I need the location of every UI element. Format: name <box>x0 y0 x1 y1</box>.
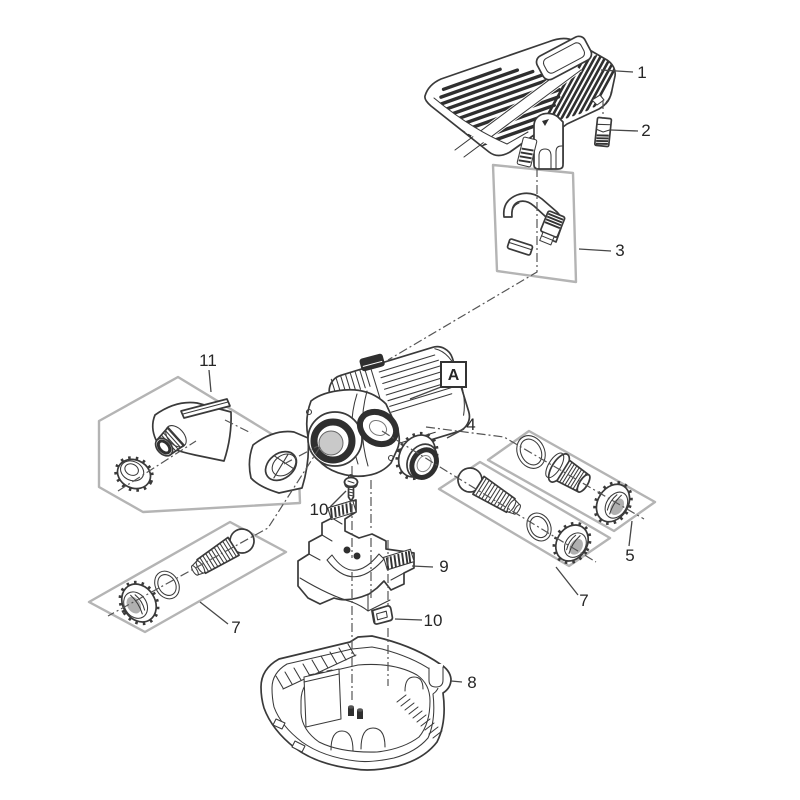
detail-marker-a: A <box>409 361 467 400</box>
union-nut-5 <box>593 481 633 525</box>
callout-7-right: 7 <box>579 591 588 610</box>
callout-2: 2 <box>641 121 650 140</box>
centerline-plate-to-pump <box>283 445 319 465</box>
centerline-right-lower <box>381 430 597 563</box>
handle-bar <box>506 238 534 256</box>
box-part-5 <box>486 429 657 533</box>
part-7-right-hosetail-set <box>457 467 592 565</box>
o-ring-7-right <box>526 512 552 542</box>
callout-7-left: 7 <box>231 618 240 637</box>
pump-unit <box>305 345 471 481</box>
housing-center-plate <box>303 668 342 728</box>
part-3-handle <box>502 192 566 256</box>
threaded-adapter <box>545 452 591 493</box>
callout-leaders <box>199 69 639 683</box>
callout-10-screw: 10 <box>310 500 329 519</box>
part-4-threaded-ring <box>395 431 439 481</box>
group-boxes <box>87 163 657 634</box>
callout-1: 1 <box>637 63 646 82</box>
housing-ribs <box>396 694 443 739</box>
callout-4: 4 <box>466 415 475 434</box>
centerline-cover-to-pump <box>387 168 538 361</box>
detail-marker-box <box>440 361 467 388</box>
housing-slats <box>275 643 357 690</box>
housing-screws <box>348 705 363 719</box>
box-part-3 <box>491 163 578 284</box>
part-7-left-hosetail-set <box>118 528 255 626</box>
union-nut-7-left <box>118 580 160 626</box>
threaded-boss <box>154 425 187 457</box>
centerline-cap-to-boss <box>117 440 197 492</box>
arrow-mark <box>542 119 549 126</box>
callout-8: 8 <box>467 673 476 692</box>
union-nut-7-right <box>552 521 592 565</box>
part-2-clip <box>593 116 613 148</box>
detail-marker-leader <box>409 386 442 400</box>
callout-5: 5 <box>625 546 634 565</box>
cap-nut-11 <box>114 456 154 492</box>
o-ring-7-left <box>154 570 180 600</box>
o-ring-5 <box>516 435 546 469</box>
cover-center-tab <box>533 112 564 170</box>
callout-3: 3 <box>615 241 624 260</box>
part-10-clip <box>371 605 394 625</box>
callout-9: 9 <box>439 557 448 576</box>
bracket-pad-left <box>327 499 357 521</box>
part-10-screw <box>343 476 359 502</box>
plate-with-hole <box>248 430 310 494</box>
cover-label-panel <box>535 35 593 81</box>
centerline-strip-to-plate <box>224 419 252 434</box>
part-9-bracket <box>297 499 415 612</box>
callout-10-clip: 10 <box>424 611 443 630</box>
callout-labels: 1 2 3 4 5 7 7 8 9 10 10 11 <box>199 63 651 692</box>
box-part-11 <box>97 375 302 514</box>
handle-latch <box>539 210 566 246</box>
callout-11: 11 <box>199 351 217 370</box>
part-8-bottom-housing <box>260 635 452 771</box>
assembly-centerlines <box>107 100 645 702</box>
part-5-adapter-set <box>516 435 633 525</box>
box-part-7-right <box>437 460 612 568</box>
cover-latch-tab <box>516 136 538 168</box>
box-part-7-left <box>87 520 288 634</box>
detail-marker-label: A <box>448 367 460 384</box>
cover-right-tab <box>591 94 605 106</box>
plate-hole <box>264 450 298 482</box>
part-1-top-cover <box>424 35 617 170</box>
part-11-outlet-kit <box>114 398 310 494</box>
centerline-outlet-left <box>107 446 321 617</box>
hose-tail-right <box>457 467 521 515</box>
pump-latch <box>359 353 385 372</box>
